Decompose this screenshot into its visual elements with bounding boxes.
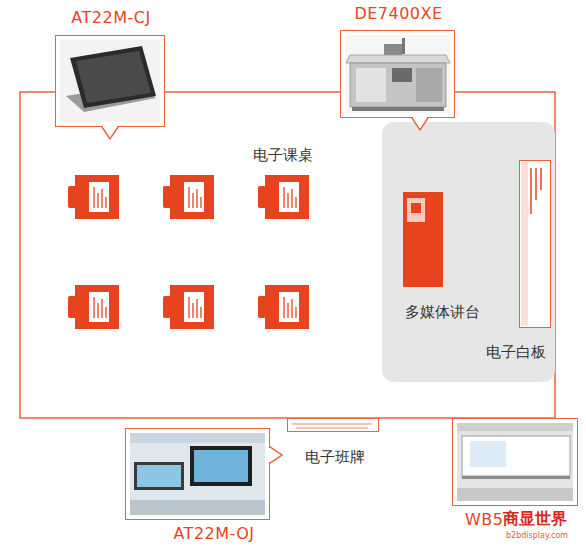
node-label: 多媒体讲台	[392, 304, 492, 321]
callout-tail	[412, 118, 428, 130]
classroom-outline	[20, 92, 555, 418]
watermark: 商显世界	[503, 510, 583, 528]
product-callout: AT22M-OJ	[125, 428, 270, 520]
whiteboard-box: 电子白板	[519, 160, 551, 328]
node-label: AT22M-OJ	[139, 525, 289, 543]
desk-icon	[68, 285, 119, 329]
node-label: AT22M-CJ	[56, 9, 166, 27]
platform-area	[382, 122, 555, 382]
product-callout: DE7400XE	[340, 30, 455, 118]
product-callout: AT22M-CJ	[55, 35, 165, 127]
podium-box: 多媒体讲台	[403, 192, 443, 287]
product-callout: WB5	[452, 418, 578, 506]
watermark: b2bdisplay.com	[506, 531, 586, 540]
desk-icon	[258, 175, 309, 219]
desk-icon	[258, 285, 309, 329]
callout-tail	[270, 447, 282, 463]
class-card-box: 电子班牌	[287, 418, 379, 432]
desk-icon	[163, 175, 214, 219]
node-label: 电子班牌	[290, 449, 380, 466]
group-label: 电子课桌	[253, 147, 353, 164]
desk-icon	[68, 175, 119, 219]
desk-icon	[163, 285, 214, 329]
node-label: 电子白板	[471, 344, 561, 361]
callout-tail	[102, 127, 118, 139]
node-label: DE7400XE	[341, 5, 456, 23]
